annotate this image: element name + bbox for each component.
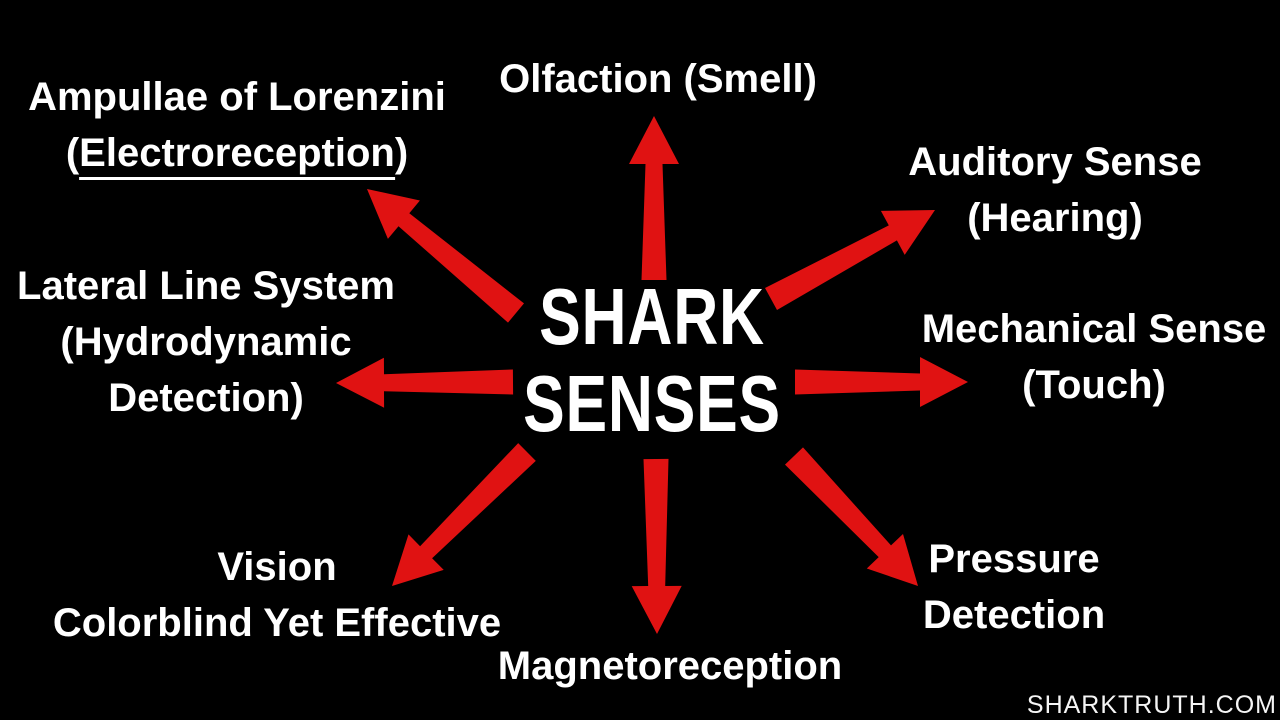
node-pressure-line1: Pressure xyxy=(928,537,1100,581)
node-auditory-hearing: Auditory Sense (Hearing) xyxy=(908,134,1201,246)
node-olfaction-smell: Olfaction (Smell) xyxy=(499,51,817,107)
node-auditory-line1: Auditory Sense xyxy=(908,140,1202,184)
watermark: SHARKTRUTH.COM xyxy=(1026,690,1277,719)
diagram-center-title: SHARK SENSES xyxy=(523,273,781,447)
node-mechanical-line1: Mechanical Sense xyxy=(921,307,1267,351)
node-ampullae-electroreception: Ampullae of Lorenzini (Electroreception) xyxy=(28,69,446,181)
arrow-lower-left xyxy=(392,443,536,586)
node-vision-line1: Vision xyxy=(217,545,337,589)
node-lateral-line3: Detection) xyxy=(108,376,304,420)
arrow-upper-left xyxy=(367,189,524,323)
arrow-left xyxy=(336,357,514,408)
node-magneto-label: Magnetoreception xyxy=(497,644,843,688)
node-lateral-line-system: Lateral Line System (Hydrodynamic Detect… xyxy=(17,258,395,426)
arrow-down xyxy=(631,458,682,634)
node-lateral-line1: Lateral Line System xyxy=(17,264,395,308)
center-title-line1: SHARK xyxy=(539,272,765,361)
node-mechanical-line2: (Touch) xyxy=(1022,363,1166,407)
node-pressure-line2: Detection xyxy=(922,593,1106,637)
center-title-line2: SENSES xyxy=(523,359,781,448)
node-ampullae-line1: Ampullae of Lorenzini xyxy=(28,75,446,119)
node-vision: Vision Colorblind Yet Effective xyxy=(53,539,501,651)
arrow-up xyxy=(629,116,679,280)
node-mechanical-touch: Mechanical Sense (Touch) xyxy=(922,301,1267,413)
node-auditory-line2: (Hearing) xyxy=(967,196,1143,240)
node-magnetoreception: Magnetoreception xyxy=(498,638,842,694)
node-ampullae-line2: (Electroreception) xyxy=(28,125,446,181)
arrow-lower-right xyxy=(785,447,918,586)
electroreception-underlined: Electroreception xyxy=(79,131,395,180)
paren-open: ( xyxy=(65,131,80,175)
arrow-right xyxy=(795,357,968,407)
arrow-upper-right xyxy=(765,210,935,310)
node-vision-line2: Colorblind Yet Effective xyxy=(52,601,502,645)
node-lateral-line2: (Hydrodynamic xyxy=(60,320,352,364)
paren-close: ) xyxy=(394,131,409,175)
node-olfaction-label: Olfaction (Smell) xyxy=(499,57,817,101)
node-pressure-detection: Pressure Detection xyxy=(923,531,1105,643)
